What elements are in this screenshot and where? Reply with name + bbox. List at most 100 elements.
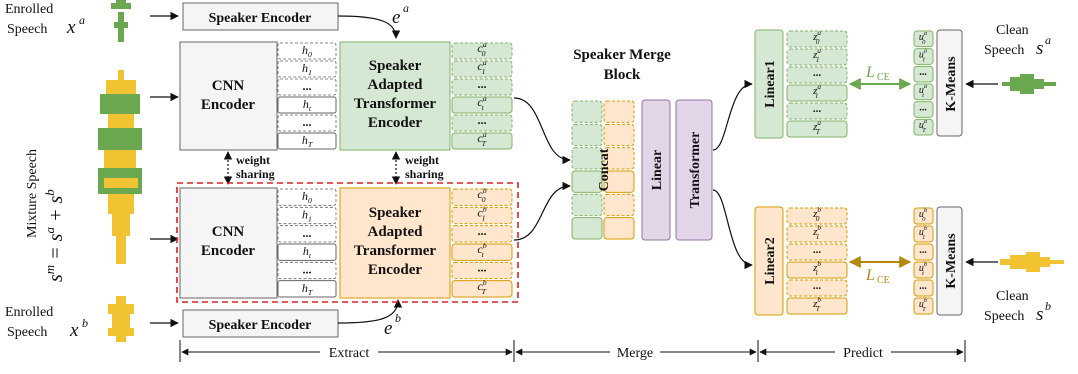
svg-text:Encoder: Encoder xyxy=(201,243,256,259)
z-cell xyxy=(786,84,848,102)
h-cell xyxy=(277,188,337,206)
mixture-formula: sm = sa + sb xyxy=(42,189,67,282)
svg-text:Linear1: Linear1 xyxy=(763,60,778,107)
stage-predict: Predict xyxy=(843,346,883,361)
bottom-branch-highlight xyxy=(176,182,519,303)
h-cell xyxy=(277,261,337,280)
svg-text:Transformer: Transformer xyxy=(354,243,437,259)
svg-text:Enrolled: Enrolled xyxy=(5,2,53,17)
svg-text:Encoder: Encoder xyxy=(201,97,256,113)
speaker-encoder-b: Speaker Encoder xyxy=(182,309,339,338)
arrow-ea xyxy=(337,15,401,39)
ce-loss-label-bottom: L CE xyxy=(865,267,890,286)
svg-text:x: x xyxy=(69,320,79,341)
svg-text:CE: CE xyxy=(877,72,890,83)
clean-speech-b-label: Clean Speech s b xyxy=(984,289,1051,325)
svg-text:L: L xyxy=(865,267,875,284)
concat-cell-a xyxy=(571,170,603,193)
cell-label: ... xyxy=(813,244,822,256)
h-cell xyxy=(277,96,337,114)
concat-cell-a xyxy=(571,100,603,123)
kmeans-top: K-Means xyxy=(936,29,963,137)
h-cell xyxy=(277,206,337,225)
svg-text:Speech: Speech xyxy=(984,309,1024,324)
svg-text:CE: CE xyxy=(877,275,890,286)
svg-text:sharing: sharing xyxy=(236,167,275,181)
h-cell xyxy=(277,280,337,298)
linear1-block: Linear1 xyxy=(754,29,784,139)
kmeans-bottom: K-Means xyxy=(936,206,963,316)
svg-text:Linear: Linear xyxy=(650,150,665,190)
mixture-waveform xyxy=(98,70,142,264)
linear2-block: Linear2 xyxy=(754,206,784,316)
u-cell xyxy=(913,261,934,279)
c-cell xyxy=(451,188,513,206)
c-cell xyxy=(451,60,513,78)
c-cell xyxy=(451,206,513,225)
svg-text:Speaker Merge: Speaker Merge xyxy=(573,47,671,63)
svg-text:x: x xyxy=(66,17,76,38)
cell-label: h0 xyxy=(302,189,312,205)
u-cell xyxy=(913,83,934,101)
cell-label: h1 xyxy=(302,61,312,77)
u-cell xyxy=(913,243,934,261)
svg-text:b: b xyxy=(1045,299,1051,313)
concat-block xyxy=(571,100,635,240)
cell-label: ... xyxy=(303,115,312,129)
svg-text:Adapted: Adapted xyxy=(367,77,423,93)
cnn-encoder-top: CNN Encoder xyxy=(179,41,278,151)
c-cell xyxy=(451,280,513,298)
u-cell xyxy=(913,48,934,65)
svg-text:a: a xyxy=(1045,33,1051,47)
svg-text:K-Means: K-Means xyxy=(944,56,959,112)
svg-text:Speaker Encoder: Speaker Encoder xyxy=(209,11,312,26)
svg-text:Enrolled: Enrolled xyxy=(5,305,53,320)
concat-cell-a xyxy=(571,147,603,170)
c-cell xyxy=(451,132,513,150)
u-cell xyxy=(913,65,934,83)
cell-label: ... xyxy=(813,103,822,115)
speaker-adapted-transformer-bottom: Speaker Adapted Transformer Encoder xyxy=(339,187,451,299)
h-cell xyxy=(277,225,337,243)
svg-text:b: b xyxy=(395,311,401,325)
concat-cell-b xyxy=(603,147,635,170)
speaker-embedding-a: e a xyxy=(392,1,409,28)
arrow-to-linear2 xyxy=(712,189,753,270)
concat-cell-a xyxy=(571,193,603,217)
svg-text:Mixture Speech: Mixture Speech xyxy=(25,149,40,238)
svg-text:weight: weight xyxy=(405,153,439,167)
svg-text:Encoder: Encoder xyxy=(368,115,423,131)
stage-predict-bg xyxy=(835,344,891,360)
svg-text:b: b xyxy=(82,316,88,330)
u-cell xyxy=(913,30,934,48)
stage-extract-bg xyxy=(320,344,378,360)
z-cell xyxy=(786,120,848,138)
enrolled-waveform-a xyxy=(111,0,131,42)
svg-text:Transformer: Transformer xyxy=(688,132,703,209)
u-cell xyxy=(913,101,934,118)
u-cell xyxy=(913,225,934,243)
concat-cell-b xyxy=(603,100,635,123)
z-cell xyxy=(786,225,848,243)
cell-label: ... xyxy=(919,245,927,256)
cell-label: ... xyxy=(303,263,312,277)
speaker-embedding-b: e b xyxy=(384,311,401,339)
svg-text:Speaker Encoder: Speaker Encoder xyxy=(209,318,312,333)
svg-text:s: s xyxy=(1036,38,1043,59)
